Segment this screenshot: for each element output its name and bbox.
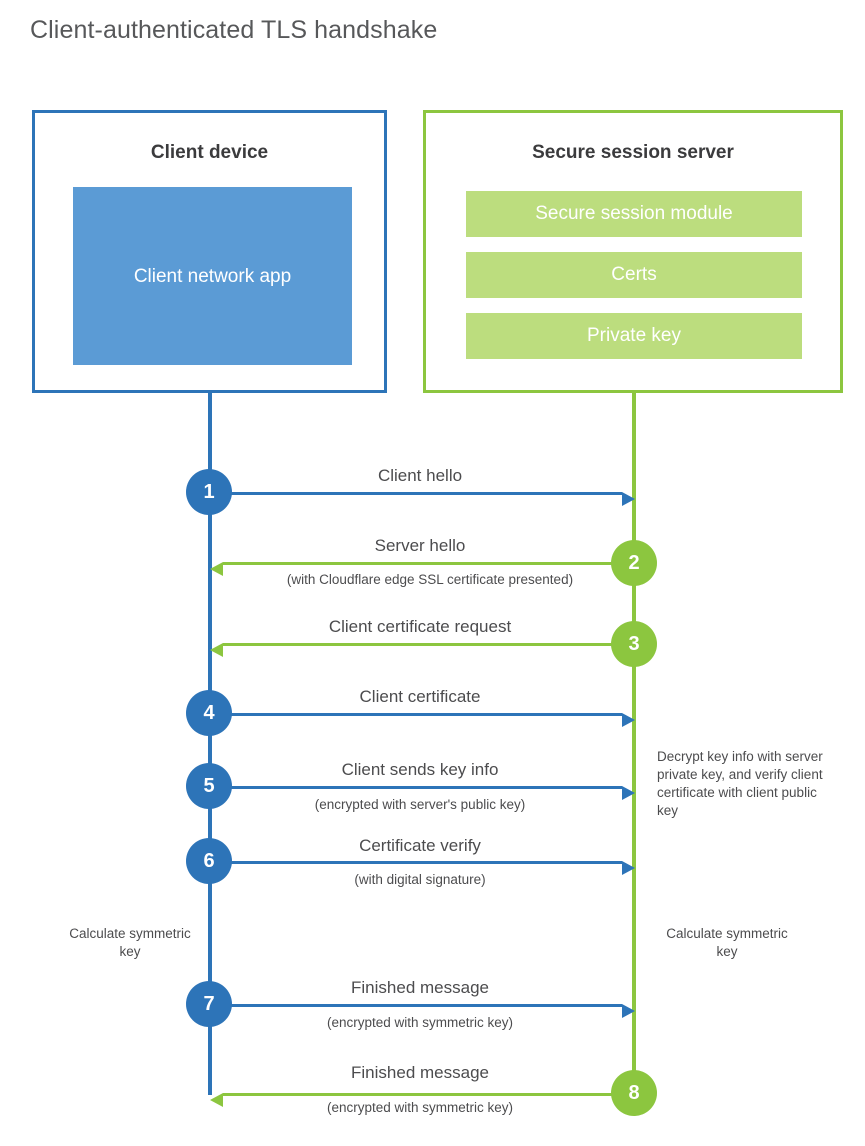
arrow-line-1	[210, 492, 622, 495]
arrow-head-4	[622, 713, 635, 727]
message-label-8: Finished message	[351, 1063, 489, 1082]
server-lifeline	[632, 393, 636, 1093]
server-calculate-symmetric-key-note: Calculate symmetric key	[666, 926, 788, 959]
message-sub-8: (encrypted with symmetric key)	[326, 1100, 514, 1115]
step-circle-3: 3	[611, 621, 657, 667]
message-sub-6: (with digital signature)	[354, 872, 486, 887]
page-title: Client-authenticated TLS handshake	[30, 16, 438, 44]
server-module-private-key: Private key	[466, 313, 802, 359]
arrow-head-1	[622, 492, 635, 506]
secure-session-server-title: Secure session server	[532, 142, 734, 163]
message-label-4: Client certificate	[359, 687, 481, 706]
arrow-head-7	[622, 1004, 635, 1018]
arrow-head-8	[210, 1093, 223, 1107]
arrow-line-3	[223, 643, 634, 646]
message-label-1: Client hello	[377, 466, 463, 485]
step-circle-6: 6	[186, 838, 232, 884]
message-sub-7: (encrypted with symmetric key)	[326, 1015, 514, 1030]
arrow-line-4	[210, 713, 622, 716]
server-module-certs: Certs	[466, 252, 802, 298]
message-label-5: Client sends key info	[341, 760, 499, 779]
secure-session-server-box: Secure session server Secure session mod…	[423, 110, 843, 393]
arrow-head-5	[622, 786, 635, 800]
message-label-7: Finished message	[351, 978, 489, 997]
message-sub-5: (encrypted with server's public key)	[314, 797, 526, 812]
step-circle-5: 5	[186, 763, 232, 809]
arrow-line-6	[210, 861, 622, 864]
message-label-3: Client certificate request	[328, 617, 512, 636]
step-circle-1: 1	[186, 469, 232, 515]
client-lifeline	[208, 393, 212, 1095]
arrow-head-6	[622, 861, 635, 875]
message-sub-2: (with Cloudflare edge SSL certificate pr…	[286, 572, 574, 587]
client-calculate-symmetric-key-note: Calculate symmetric key	[69, 926, 191, 959]
arrow-line-2	[223, 562, 634, 565]
message-label-2: Server hello	[374, 536, 466, 555]
client-device-box: Client device Client network app	[32, 110, 387, 393]
arrow-head-2	[210, 562, 223, 576]
arrow-head-3	[210, 643, 223, 657]
client-network-app: Client network app	[73, 187, 352, 365]
arrow-line-7	[210, 1004, 622, 1007]
step-circle-4: 4	[186, 690, 232, 736]
arrow-line-5	[210, 786, 622, 789]
server-module-list: Secure session module Certs Private key	[466, 191, 802, 359]
client-device-title: Client device	[150, 142, 269, 163]
step-circle-8: 8	[611, 1070, 657, 1116]
step-circle-2: 2	[611, 540, 657, 586]
decrypt-key-info-note: Decrypt key info with server private key…	[657, 749, 823, 818]
server-module-secure-session: Secure session module	[466, 191, 802, 237]
message-label-6: Certificate verify	[359, 836, 481, 855]
arrow-line-8	[223, 1093, 634, 1096]
step-circle-7: 7	[186, 981, 232, 1027]
